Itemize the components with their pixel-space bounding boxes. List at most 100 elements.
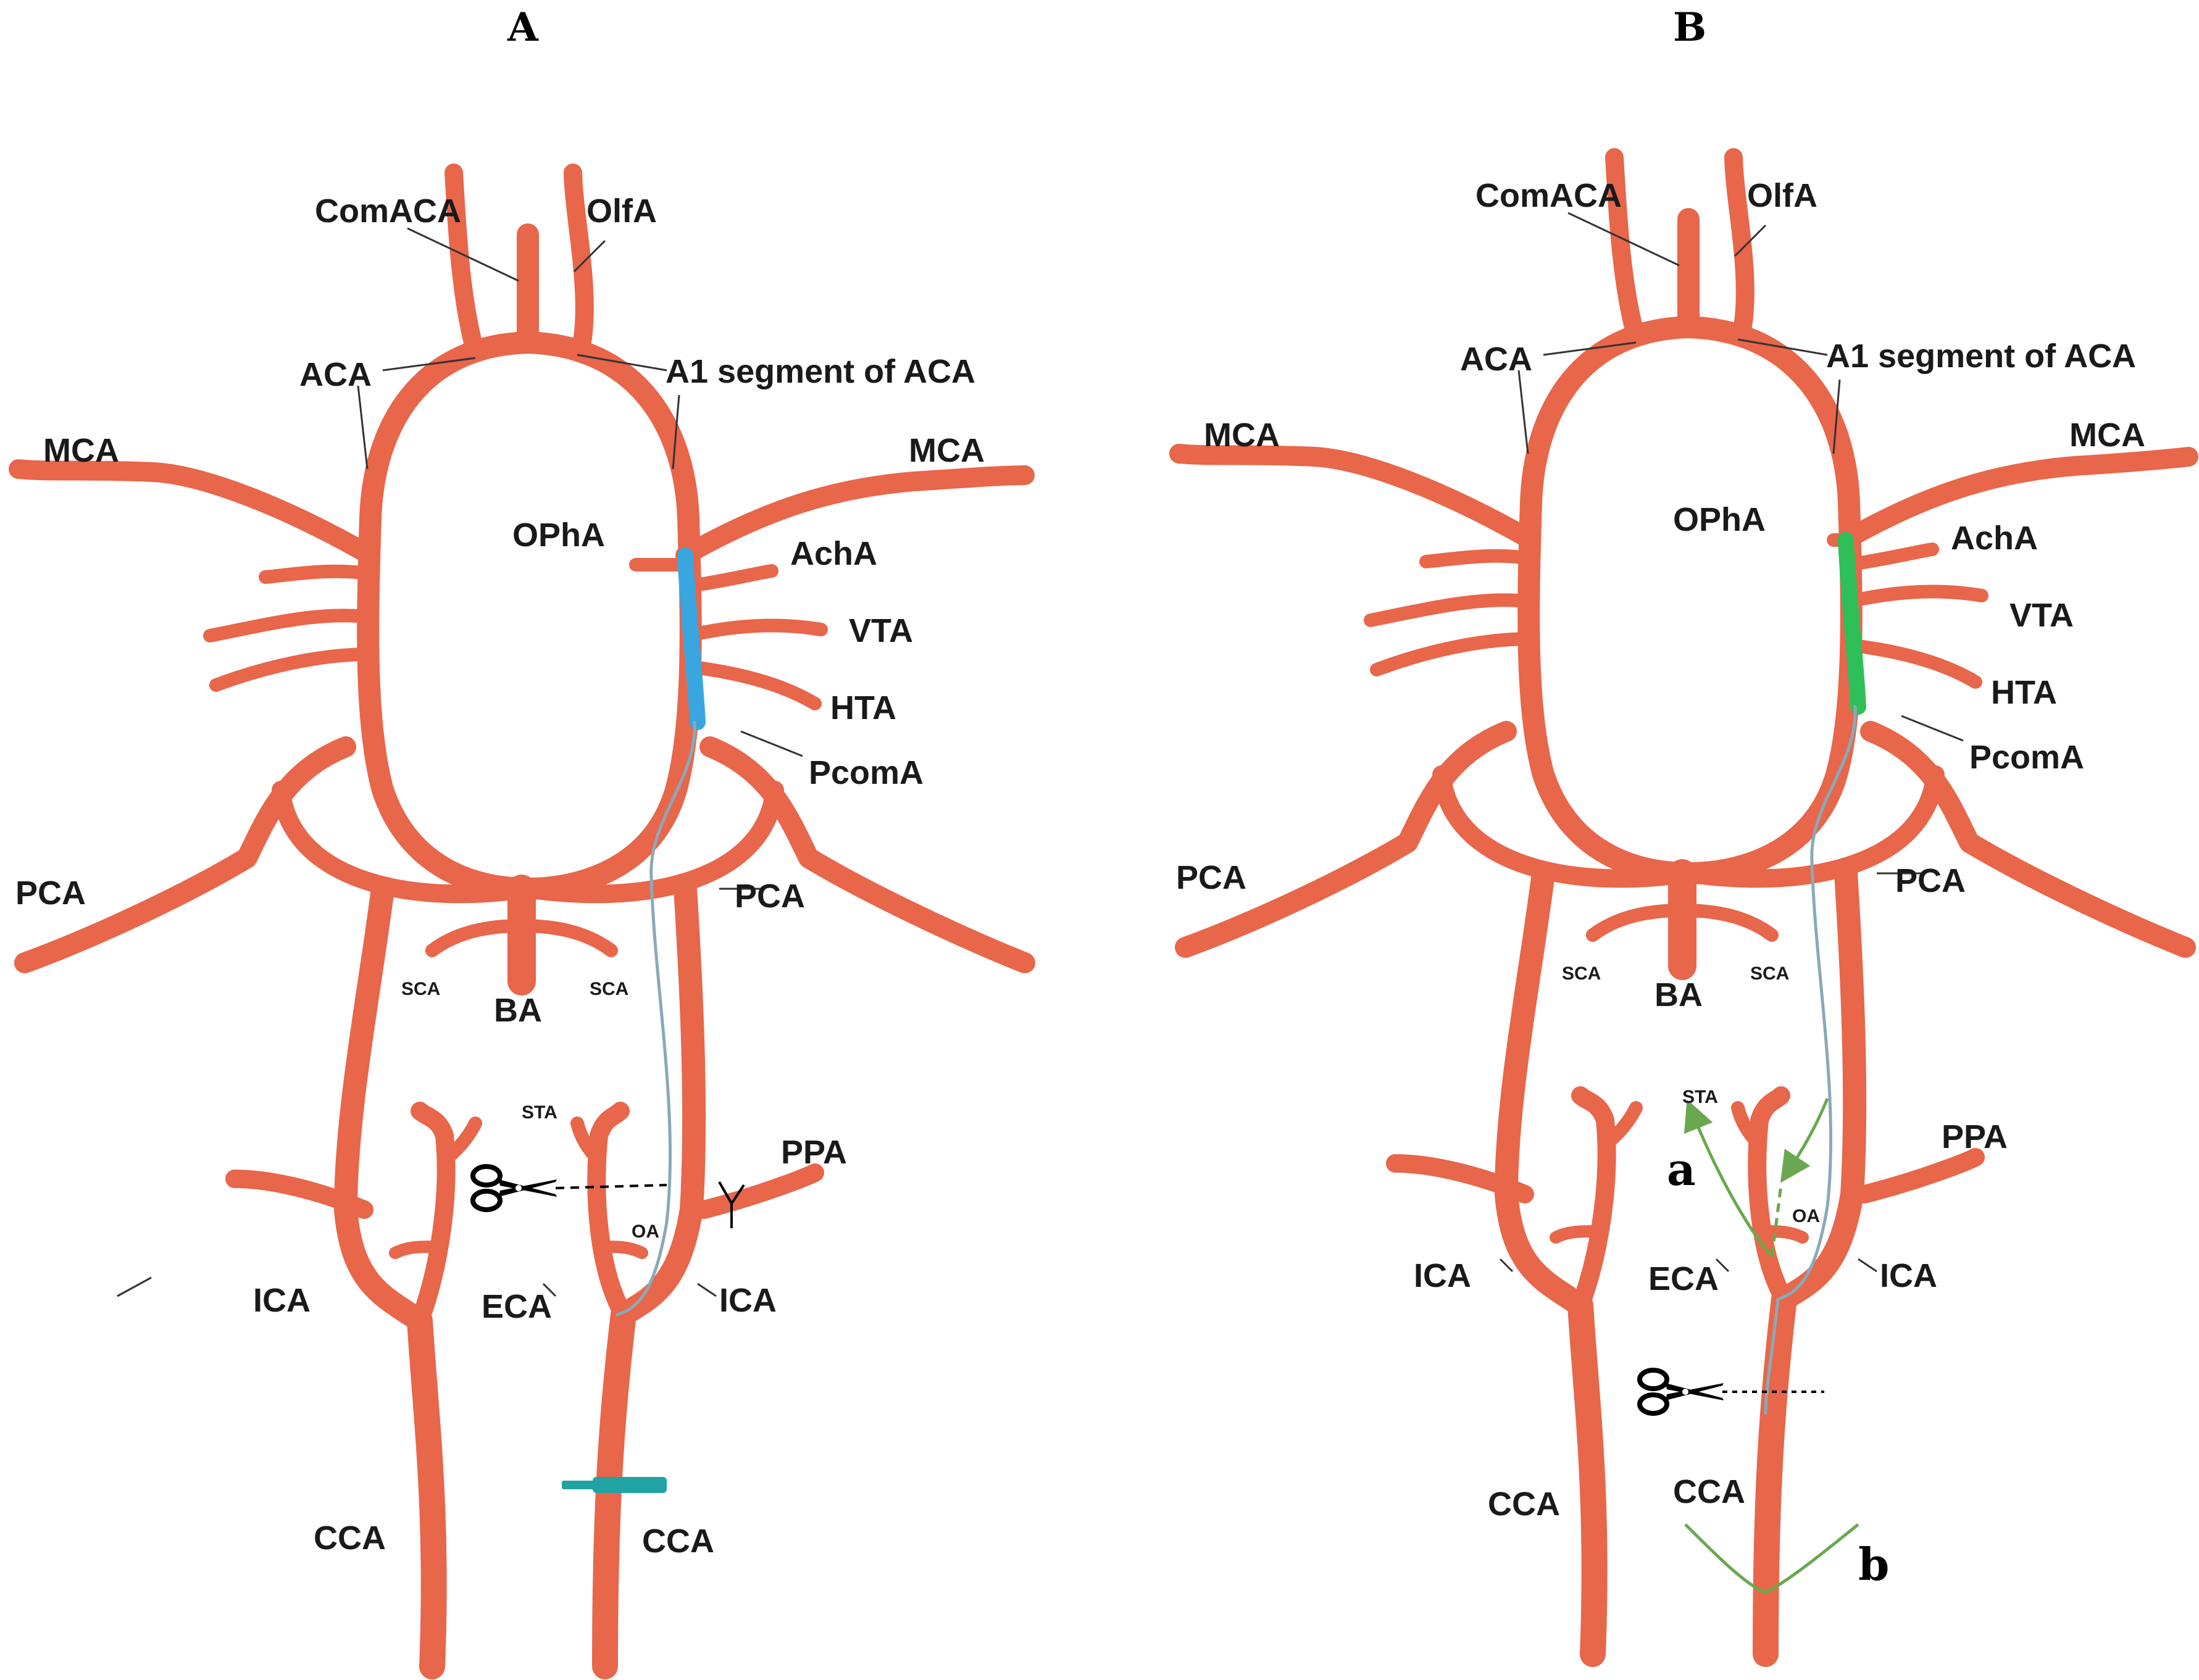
- cca-left-vessel: [407, 1308, 447, 1679]
- label-cca-right: CCA: [1673, 1473, 1745, 1510]
- panel-b-labels: ComACA OlfA ACA A1 segment of ACA MCA MC…: [1176, 177, 2145, 1591]
- sta-left-fork: [1598, 1101, 1643, 1152]
- label-pcoma: PcomA: [809, 754, 924, 791]
- panel-b: B: [1169, 4, 2198, 1667]
- pca-left-vessel: [14, 736, 356, 973]
- panel-b-letter: B: [1673, 4, 1706, 51]
- label-opha: OPhA: [1673, 501, 1766, 538]
- step-b-ligature: [1684, 1523, 1859, 1594]
- olfa-left-vessel: [444, 164, 485, 361]
- ppa-right-vessel: [695, 1163, 824, 1219]
- branch-left-1: [259, 564, 377, 584]
- label-opha: OPhA: [512, 517, 605, 554]
- oa-left-branch: [389, 1241, 438, 1259]
- mca-left-vessel: [1169, 444, 1541, 550]
- vascular-clip-icon: [562, 1477, 667, 1493]
- branch-left-1: [1419, 549, 1538, 568]
- step-a-arrows: [1684, 1098, 1829, 1257]
- panel-b-vessels: [1169, 148, 2198, 1667]
- label-ica-right: ICA: [1880, 1257, 1937, 1294]
- scissors-icon: [473, 1166, 557, 1210]
- label-sca-right: SCA: [1750, 963, 1789, 984]
- panel-a-vessels: [9, 164, 1035, 1679]
- branch-left-2: [203, 609, 377, 642]
- label-ica-right: ICA: [719, 1282, 777, 1319]
- label-sca-right: SCA: [590, 979, 628, 999]
- label-pca-right: PCA: [1895, 862, 1966, 899]
- label-step-a: a: [1667, 1143, 1696, 1196]
- label-ica-left: ICA: [253, 1282, 311, 1319]
- panel-a-letter: A: [507, 4, 539, 51]
- mca-left-vessel: [9, 459, 380, 565]
- label-oa: OA: [1792, 1206, 1820, 1226]
- label-vta: VTA: [2009, 597, 2074, 634]
- label-pcoma: PcomA: [1969, 739, 2084, 776]
- panel-a-labels: ComACA OlfA ACA A1 segment of ACA MCA MC…: [15, 193, 985, 1560]
- vta-branch: [1842, 584, 1988, 609]
- label-pca-left: PCA: [1176, 859, 1246, 896]
- sca-left-vessel: [1586, 904, 1689, 942]
- label-eca: ECA: [1648, 1260, 1719, 1297]
- pca-left-vessel: [1175, 721, 1517, 958]
- label-vta: VTA: [849, 612, 913, 649]
- eca-right-vessel: [1748, 1086, 1793, 1308]
- ppa-right-vessel: [1855, 1148, 1985, 1204]
- pcoma-right-arc: [519, 781, 784, 904]
- label-comaca: ComACA: [1475, 177, 1622, 214]
- label-sta: STA: [522, 1102, 557, 1123]
- olfa-left-vessel: [1605, 148, 1645, 346]
- sca-right-vessel: [1675, 904, 1779, 942]
- ica-left-vessel: [1495, 862, 1592, 1317]
- panel-a-leaders: [117, 227, 803, 1297]
- label-oa: OA: [632, 1221, 659, 1242]
- sca-left-vessel: [425, 919, 528, 957]
- label-mca-right: MCA: [2069, 417, 2145, 454]
- label-acha: AchA: [1951, 520, 2038, 557]
- label-mca-right: MCA: [909, 432, 985, 469]
- label-sca-left: SCA: [1562, 963, 1601, 984]
- sta-left-fork: [438, 1117, 482, 1167]
- label-comaca: ComACA: [315, 193, 461, 230]
- label-step-b: b: [1858, 1538, 1889, 1591]
- label-hta: HTA: [830, 689, 896, 726]
- sca-right-vessel: [515, 919, 618, 957]
- label-ba: BA: [494, 992, 542, 1029]
- circle-of-willis: [1517, 316, 1863, 884]
- cca-right-vessel: [1753, 1286, 1797, 1667]
- label-ica-left: ICA: [1414, 1257, 1471, 1294]
- branch-left-3: [209, 647, 377, 692]
- olfa-right-vessel: [1724, 148, 1755, 346]
- acha-branch: [1842, 543, 1939, 572]
- label-sta: STA: [1682, 1087, 1718, 1107]
- eca-right-vessel: [587, 1102, 633, 1324]
- oa-left-branch: [1550, 1225, 1599, 1244]
- scissors-icon: [1640, 1370, 1724, 1413]
- filament-path-b: [1764, 705, 1857, 1415]
- suture-icon: [718, 1181, 745, 1228]
- label-acha: AchA: [790, 535, 877, 572]
- hta-branch: [682, 660, 822, 710]
- pcoma-left-arc: [272, 781, 537, 904]
- ica-right-vessel: [1772, 862, 1867, 1311]
- label-mca-left: MCA: [43, 432, 119, 469]
- filament-path-a: [615, 720, 696, 1316]
- label-a1-segment: A1 segment of ACA: [1826, 338, 2136, 375]
- circle-of-willis: [357, 331, 702, 900]
- mca-right-vessel: [675, 465, 1035, 565]
- label-cca-left: CCA: [1488, 1486, 1560, 1523]
- label-ba: BA: [1654, 976, 1703, 1013]
- mca-right-vessel: [1836, 447, 2198, 550]
- pcoma-right-arc: [1679, 765, 1945, 888]
- label-sca-left: SCA: [401, 979, 440, 999]
- label-pca-left: PCA: [15, 875, 86, 912]
- olfa-right-vessel: [564, 164, 594, 361]
- eca-left-vessel: [1571, 1086, 1616, 1315]
- hta-branch: [1842, 638, 1982, 689]
- panel-b-leaders: [1499, 212, 1964, 1273]
- branch-left-3: [1370, 632, 1538, 676]
- label-pca-right: PCA: [735, 878, 805, 915]
- label-a1-segment: A1 segment of ACA: [666, 353, 975, 390]
- panel-a: A: [9, 4, 1035, 1679]
- mca-occlusion-highlight-a: [677, 547, 706, 730]
- oa-right-branch: [1759, 1225, 1809, 1244]
